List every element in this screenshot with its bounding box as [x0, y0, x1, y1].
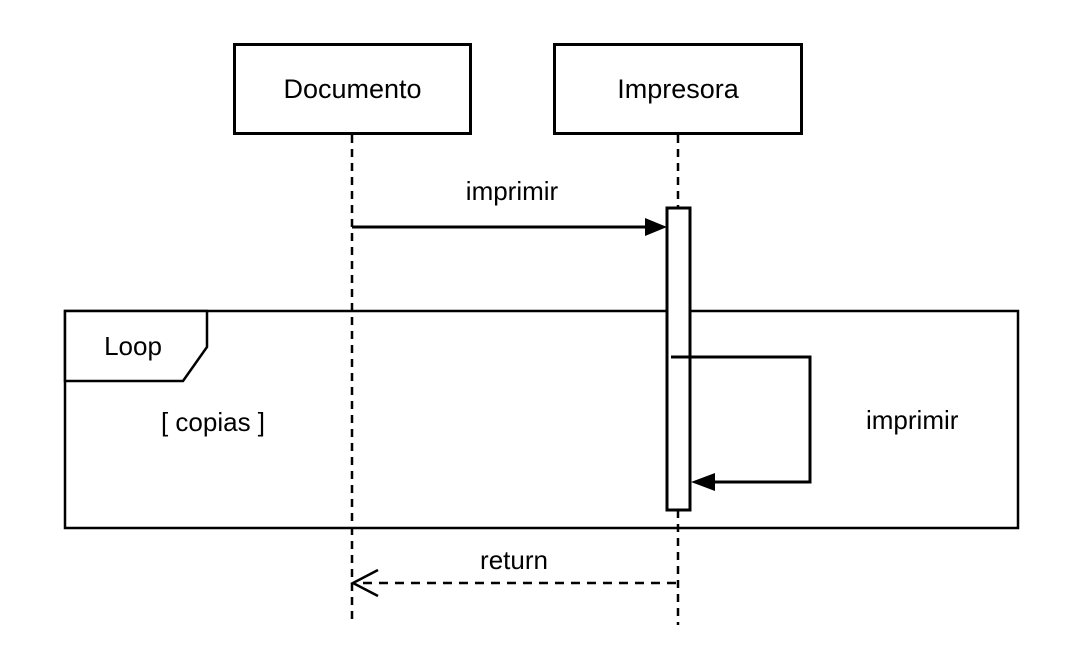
actor-label-impresora: Impresora: [617, 73, 739, 104]
activation-bar-impresora: [665, 206, 692, 512]
message-label-imprimir: imprimir: [465, 176, 559, 206]
message-label-return: return: [480, 545, 548, 575]
message-label-self-imprimir: imprimir: [866, 405, 959, 435]
loop-fragment-frame: [63, 309, 1020, 530]
loop-operator-label: Loop: [104, 331, 162, 361]
loop-guard-label: [ copias ]: [160, 407, 266, 437]
actor-box-documento: Documento: [233, 43, 472, 135]
self-message-arrowhead: [691, 473, 715, 491]
return-message-arrowhead: [350, 568, 379, 598]
self-message-line: [671, 355, 812, 484]
actor-label-documento: Documento: [283, 73, 422, 104]
actor-box-impresora: Impresora: [553, 43, 803, 135]
sync-message-arrowhead: [645, 218, 667, 236]
loop-operator-pentagon: [63, 309, 209, 383]
